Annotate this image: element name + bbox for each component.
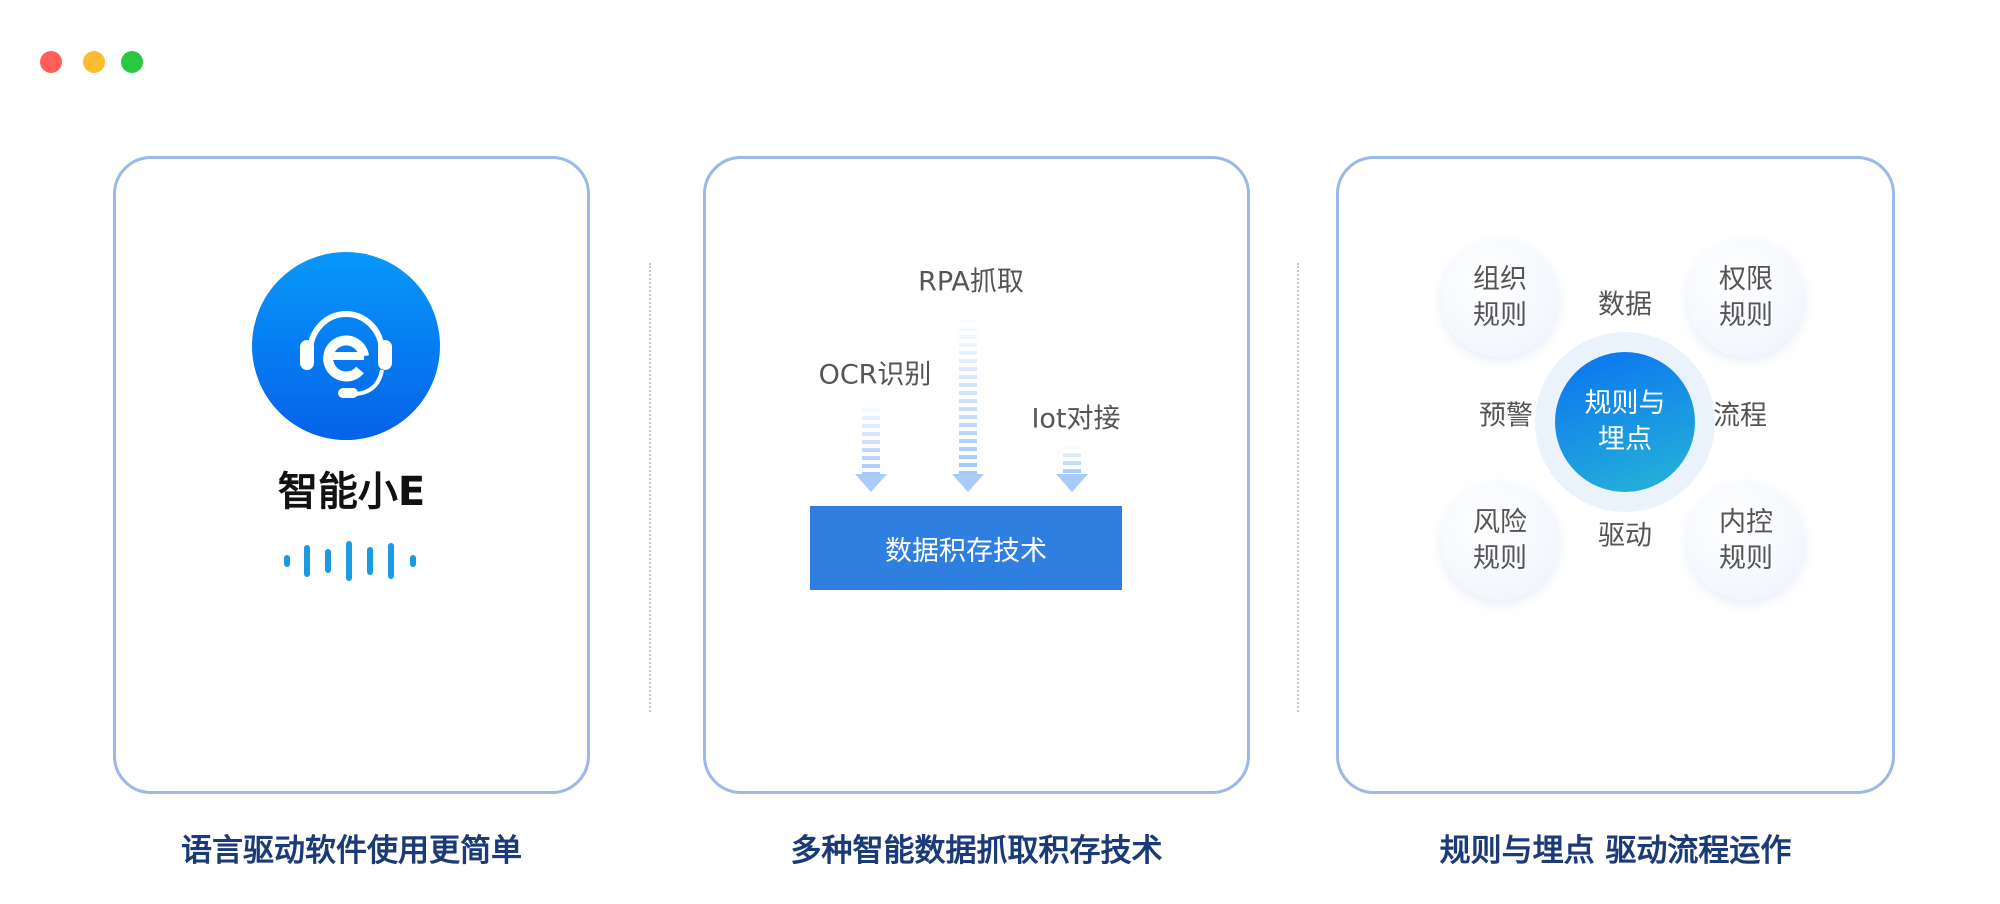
arrow-iot: [1063, 445, 1081, 474]
source-rpa: RPA抓取: [918, 266, 1024, 298]
headset-e-icon: [252, 252, 440, 440]
card-caption: 语言驱动软件使用更简单: [181, 833, 522, 869]
card-caption: 多种智能数据抓取积存技术: [790, 833, 1163, 869]
divider: [1297, 263, 1299, 712]
center-rules-node: 规则与埋点: [1555, 352, 1695, 492]
arrow-rpa: [959, 311, 977, 474]
divider: [649, 263, 651, 712]
window-minimize-button[interactable]: [83, 51, 105, 73]
card-rules: 组织规则 权限规则 风险规则 内控规则 数据 预警 流程 驱动 规则与埋点 规则…: [1336, 156, 1895, 869]
satellite-org-rules: 组织规则: [1441, 239, 1559, 357]
satellite-permission-rules: 权限规则: [1687, 239, 1805, 357]
arrow-down-icon: [1056, 474, 1088, 492]
card-caption: 规则与埋点 驱动流程运作: [1439, 833, 1792, 869]
label-drive: 驱动: [1598, 520, 1652, 552]
assistant-name: 智能小E: [277, 469, 426, 515]
data-storage-box: 数据积存技术: [810, 506, 1122, 590]
label-process: 流程: [1713, 400, 1767, 432]
sound-wave-icon: [282, 539, 422, 583]
window-close-button[interactable]: [40, 51, 62, 73]
source-ocr: OCR识别: [818, 359, 932, 391]
card-voice-assistant: 智能小E 语言驱动软件使用更简单: [113, 156, 590, 869]
source-iot: Iot对接: [1031, 403, 1121, 435]
label-data: 数据: [1598, 289, 1652, 321]
arrow-ocr: [862, 400, 880, 474]
arrow-down-icon: [855, 474, 887, 492]
satellite-risk-rules: 风险规则: [1441, 482, 1559, 600]
arrow-down-icon: [952, 474, 984, 492]
card-data-capture: RPA抓取 OCR识别 Iot对接 数据积存技术 多种智能数据抓取积存技术: [703, 156, 1250, 869]
window-maximize-button[interactable]: [121, 51, 143, 73]
satellite-control-rules: 内控规则: [1687, 482, 1805, 600]
label-warning: 预警: [1479, 400, 1533, 432]
